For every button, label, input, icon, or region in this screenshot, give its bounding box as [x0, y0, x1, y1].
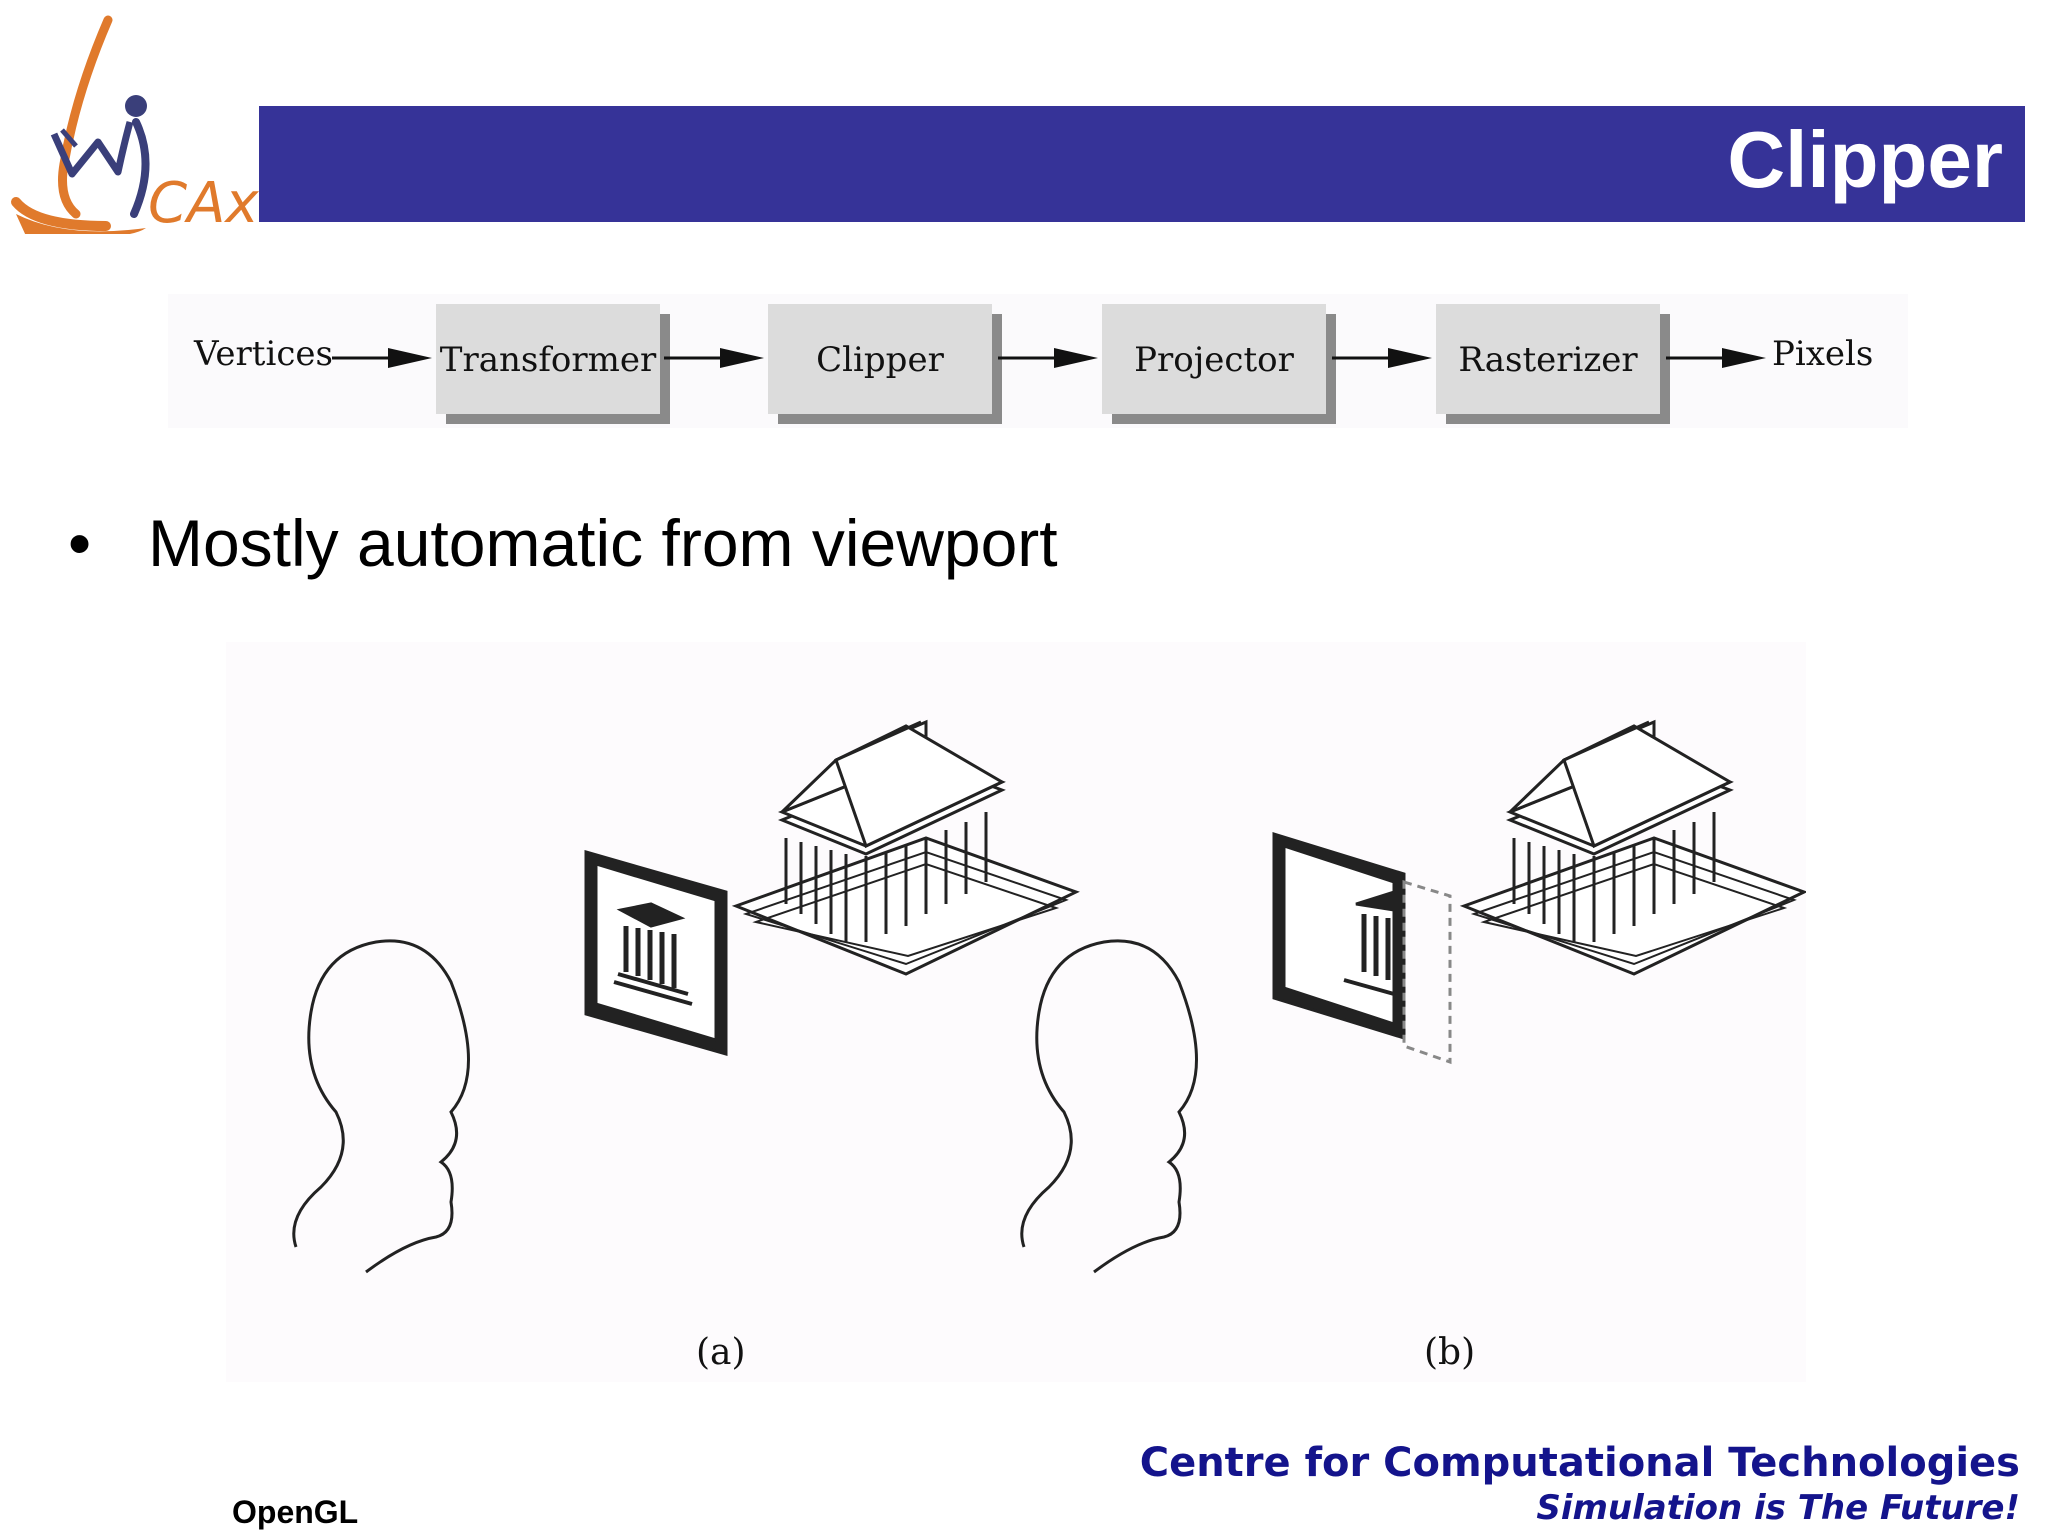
viewer-head-icon [1020, 939, 1198, 1274]
bullet-text: Mostly automatic from viewport [148, 506, 1058, 580]
slide-title: Clipper [1727, 115, 2003, 204]
pipeline-diagram: Vertices Transformer Clipper Projector R… [168, 294, 1908, 428]
pipeline-stage-rasterizer: Rasterizer [1436, 304, 1660, 414]
viewport-frame-icon [584, 850, 728, 1056]
arrow-icon [998, 348, 1098, 368]
arrow-icon [332, 348, 432, 368]
pipeline-stage-transformer: Transformer [436, 304, 660, 414]
title-bar: Clipper [259, 106, 2025, 222]
logo-text: CAx [148, 171, 259, 234]
pipeline-end-label: Pixels [1772, 334, 1874, 374]
clipping-illustration: (a) [226, 642, 1808, 1382]
caption-b: (b) [1424, 1332, 1475, 1373]
cax-logo: CAx [6, 14, 262, 238]
temple-icon [731, 719, 1080, 976]
arrow-icon [1332, 348, 1432, 368]
arrow-icon [664, 348, 764, 368]
panel-b: (b) [1020, 719, 1808, 1373]
footer-topic: OpenGL [232, 1494, 359, 1530]
footer-tagline: Simulation is The Future! [1536, 1488, 2020, 1528]
viewport-frame-icon [1272, 831, 1452, 1065]
panel-a: (a) [292, 719, 1080, 1373]
bullet-icon: • [68, 506, 92, 580]
viewer-head-icon [292, 939, 470, 1274]
pipeline-stage-projector: Projector [1102, 304, 1326, 414]
footer-organization: Centre for Computational Technologies [1139, 1440, 2020, 1486]
pipeline-start-label: Vertices [194, 334, 333, 374]
caption-a: (a) [696, 1332, 746, 1373]
arrow-icon [1666, 348, 1766, 368]
temple-icon [1459, 719, 1808, 976]
pipeline-stage-clipper: Clipper [768, 304, 992, 414]
